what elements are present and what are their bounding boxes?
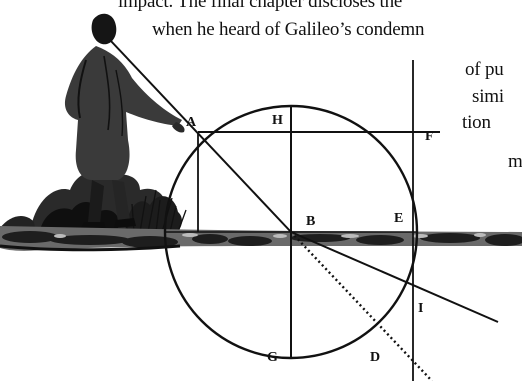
point-labels: A H F B E I G D [186, 113, 434, 365]
text-line-3: of pu [465, 59, 504, 80]
label-e: E [394, 211, 403, 226]
text-line-6: m [508, 151, 522, 172]
label-f: F [425, 129, 434, 144]
text-line-4: simi [472, 86, 504, 107]
label-g: G [267, 350, 278, 365]
ground-band [0, 226, 522, 252]
text-line-5: tion [462, 112, 491, 133]
man-figure-illustration [64, 13, 185, 230]
label-i: I [418, 301, 423, 316]
text-line-2: when he heard of Galileo’s condemn [152, 19, 425, 40]
label-b: B [306, 214, 315, 229]
label-d: D [370, 350, 380, 365]
label-h: H [272, 113, 283, 128]
label-a: A [186, 115, 197, 130]
geometric-diagram [109, 39, 499, 381]
text-line-1: impact. The final chapter discloses the [118, 0, 403, 12]
